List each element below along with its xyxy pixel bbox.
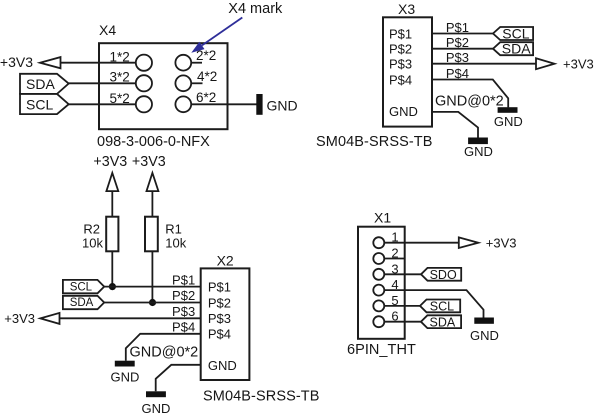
svg-text:+3V3: +3V3: [132, 154, 166, 170]
svg-text:4: 4: [391, 277, 398, 292]
svg-text:X4: X4: [99, 22, 116, 38]
svg-text:3: 3: [391, 261, 398, 276]
svg-text:SCL: SCL: [430, 300, 454, 314]
svg-text:SM04B-SRSS-TB: SM04B-SRSS-TB: [316, 134, 433, 150]
svg-text:+3V3: +3V3: [93, 154, 127, 170]
svg-text:P$4: P$4: [389, 72, 412, 87]
svg-text:3*2: 3*2: [110, 70, 130, 85]
svg-text:SDA: SDA: [430, 315, 456, 329]
svg-text:P$1: P$1: [208, 279, 231, 294]
svg-text:GND: GND: [208, 358, 237, 373]
svg-text:2*2: 2*2: [196, 48, 216, 63]
svg-text:P$4: P$4: [208, 327, 231, 342]
svg-text:X1: X1: [374, 210, 391, 226]
svg-text:P$2: P$2: [446, 35, 469, 50]
svg-text:GND: GND: [142, 401, 171, 416]
svg-text:P$3: P$3: [208, 311, 231, 326]
svg-text:SDO: SDO: [430, 268, 457, 282]
svg-text:10k: 10k: [165, 236, 186, 251]
svg-text:P$4: P$4: [172, 320, 195, 335]
svg-text:SCL: SCL: [70, 281, 93, 293]
svg-text:GND: GND: [464, 144, 493, 159]
svg-text:X4 mark: X4 mark: [228, 1, 283, 17]
svg-text:GND: GND: [267, 97, 298, 113]
svg-text:GND: GND: [111, 369, 140, 384]
svg-text:5: 5: [391, 293, 398, 308]
svg-text:SCL: SCL: [502, 25, 529, 41]
svg-text:GND@0*2: GND@0*2: [130, 345, 199, 361]
svg-text:+3V3: +3V3: [563, 57, 594, 72]
svg-text:5*2: 5*2: [110, 91, 130, 106]
svg-text:1: 1: [391, 230, 398, 245]
svg-text:+3V3: +3V3: [4, 311, 35, 326]
svg-text:P$1: P$1: [389, 26, 412, 41]
svg-text:+3V3: +3V3: [0, 54, 33, 70]
svg-text:P$1: P$1: [172, 272, 195, 287]
svg-text:GND@0*2: GND@0*2: [435, 93, 504, 109]
svg-text:X2: X2: [217, 253, 234, 269]
svg-text:SDA: SDA: [26, 76, 55, 92]
svg-text:P$2: P$2: [172, 288, 195, 303]
svg-text:GND: GND: [494, 114, 523, 129]
svg-text:P$3: P$3: [172, 304, 195, 319]
svg-text:+3V3: +3V3: [486, 236, 517, 251]
svg-text:6: 6: [391, 309, 398, 324]
svg-text:SDA: SDA: [70, 297, 94, 309]
svg-text:P$4: P$4: [446, 66, 469, 81]
svg-text:SCL: SCL: [26, 97, 53, 113]
svg-text:P$3: P$3: [446, 50, 469, 65]
svg-text:098-3-006-0-NFX: 098-3-006-0-NFX: [97, 134, 210, 150]
svg-text:4*2: 4*2: [197, 69, 217, 84]
svg-text:1*2: 1*2: [110, 49, 130, 64]
svg-text:P$2: P$2: [208, 295, 231, 310]
svg-text:GND: GND: [470, 328, 499, 343]
svg-text:R2: R2: [83, 222, 100, 237]
svg-text:10k: 10k: [82, 236, 103, 251]
svg-text:X3: X3: [398, 1, 415, 17]
svg-text:P$1: P$1: [446, 20, 469, 35]
svg-text:2: 2: [391, 246, 398, 261]
svg-text:GND: GND: [389, 104, 418, 119]
svg-text:P$2: P$2: [389, 42, 412, 57]
svg-text:R1: R1: [165, 222, 182, 237]
svg-text:SDA: SDA: [502, 41, 531, 57]
svg-text:P$3: P$3: [389, 57, 412, 72]
svg-text:SM04B-SRSS-TB: SM04B-SRSS-TB: [203, 389, 320, 405]
svg-text:6PIN_THT: 6PIN_THT: [347, 342, 416, 358]
svg-text:6*2: 6*2: [196, 90, 216, 105]
